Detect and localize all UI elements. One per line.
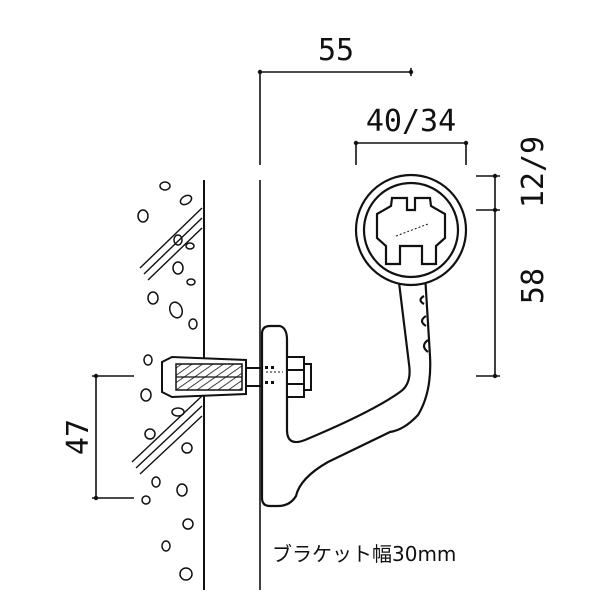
bracket-notches <box>419 295 429 353</box>
dim-55-label: 55 <box>318 33 354 68</box>
handrail <box>354 173 468 287</box>
bracket <box>260 256 432 508</box>
dimension-lines <box>92 68 500 590</box>
wall-hatching <box>131 207 203 475</box>
dim-12-9-label: 12/9 <box>516 136 551 208</box>
hex-nut <box>286 356 312 398</box>
dimension-ticks <box>93 69 498 501</box>
handrail-core <box>375 196 447 266</box>
wall-aggregate <box>137 181 198 581</box>
bracket-body <box>260 256 432 508</box>
bracket-mount-holes <box>265 366 274 384</box>
anchor-bolt <box>161 355 262 399</box>
dim-40-34-label: 40/34 <box>366 104 456 139</box>
dim-58-label: 58 <box>516 268 551 304</box>
dim-47-label: 47 <box>61 419 96 455</box>
bracket-width-caption: ブラケット幅30mm <box>272 542 457 566</box>
